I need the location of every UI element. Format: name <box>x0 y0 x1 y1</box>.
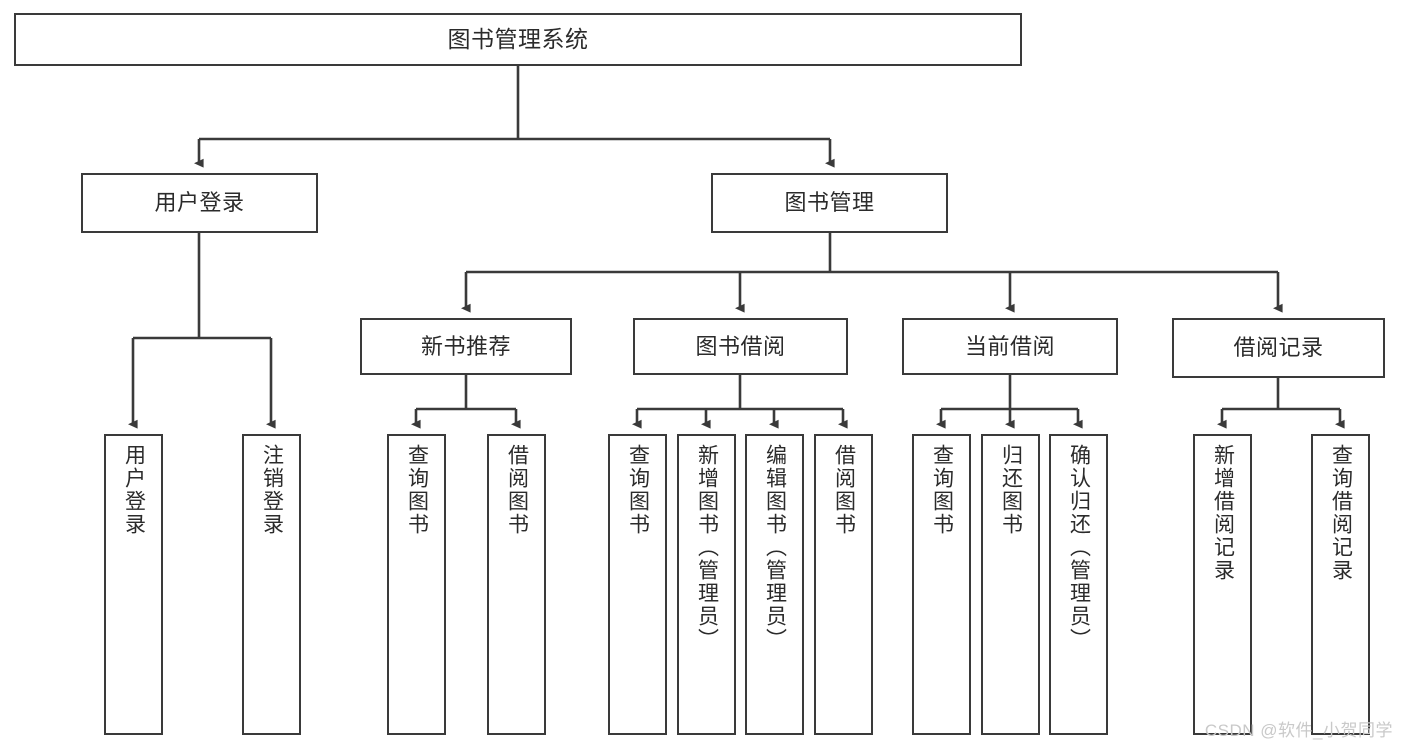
leaf-borrow-record-add-record-label: 新增借阅记录 <box>1211 444 1235 582</box>
leaf-new-book-query-book[interactable]: 查询图书 <box>387 434 446 735</box>
node-user-login[interactable]: 用户登录 <box>81 173 318 233</box>
leaf-user-login-login-label: 用户登录 <box>122 444 146 536</box>
leaf-new-book-borrow-book-label: 借阅图书 <box>505 444 529 536</box>
node-user-login-label: 用户登录 <box>154 190 245 216</box>
leaf-user-login-logout[interactable]: 注销登录 <box>242 434 301 735</box>
node-book-management-label: 图书管理 <box>784 190 875 216</box>
leaf-book-borrow-borrow-book-label: 借阅图书 <box>832 444 856 536</box>
node-borrow-record[interactable]: 借阅记录 <box>1172 318 1385 378</box>
leaf-borrow-record-query-record-label: 查询借阅记录 <box>1329 444 1353 582</box>
node-current-borrow-label: 当前借阅 <box>964 333 1055 359</box>
leaf-user-login-login[interactable]: 用户登录 <box>104 434 163 735</box>
leaf-book-borrow-add-book-label: 新增图书（管理员） <box>695 444 719 651</box>
leaf-current-borrow-return-book-label: 归还图书 <box>999 444 1023 536</box>
leaf-book-borrow-edit-book[interactable]: 编辑图书（管理员） <box>745 434 804 735</box>
node-book-management[interactable]: 图书管理 <box>711 173 948 233</box>
node-new-book-recommend-label: 新书推荐 <box>420 333 511 359</box>
leaf-current-borrow-confirm-return-label: 确认归还（管理员） <box>1067 444 1091 651</box>
leaf-user-login-logout-label: 注销登录 <box>260 444 284 536</box>
leaf-current-borrow-return-book[interactable]: 归还图书 <box>981 434 1040 735</box>
node-current-borrow[interactable]: 当前借阅 <box>902 318 1118 375</box>
leaf-borrow-record-query-record[interactable]: 查询借阅记录 <box>1311 434 1370 735</box>
node-book-borrow[interactable]: 图书借阅 <box>633 318 848 375</box>
leaf-book-borrow-edit-book-label: 编辑图书（管理员） <box>763 444 787 651</box>
node-borrow-record-label: 借阅记录 <box>1233 335 1324 361</box>
leaf-new-book-query-book-label: 查询图书 <box>405 444 429 536</box>
node-book-borrow-label: 图书借阅 <box>695 333 786 359</box>
node-root[interactable]: 图书管理系统 <box>14 13 1022 66</box>
leaf-current-borrow-query-book-label: 查询图书 <box>930 444 954 536</box>
leaf-book-borrow-borrow-book[interactable]: 借阅图书 <box>814 434 873 735</box>
leaf-current-borrow-query-book[interactable]: 查询图书 <box>912 434 971 735</box>
leaf-book-borrow-query-book[interactable]: 查询图书 <box>608 434 667 735</box>
leaf-current-borrow-confirm-return[interactable]: 确认归还（管理员） <box>1049 434 1108 735</box>
node-new-book-recommend[interactable]: 新书推荐 <box>360 318 572 375</box>
leaf-book-borrow-query-book-label: 查询图书 <box>626 444 650 536</box>
node-root-label: 图书管理系统 <box>447 25 589 52</box>
leaf-new-book-borrow-book[interactable]: 借阅图书 <box>487 434 546 735</box>
leaf-book-borrow-add-book[interactable]: 新增图书（管理员） <box>677 434 736 735</box>
leaf-borrow-record-add-record[interactable]: 新增借阅记录 <box>1193 434 1252 735</box>
watermark-text: CSDN @软件_小贺同学 <box>1204 721 1393 740</box>
